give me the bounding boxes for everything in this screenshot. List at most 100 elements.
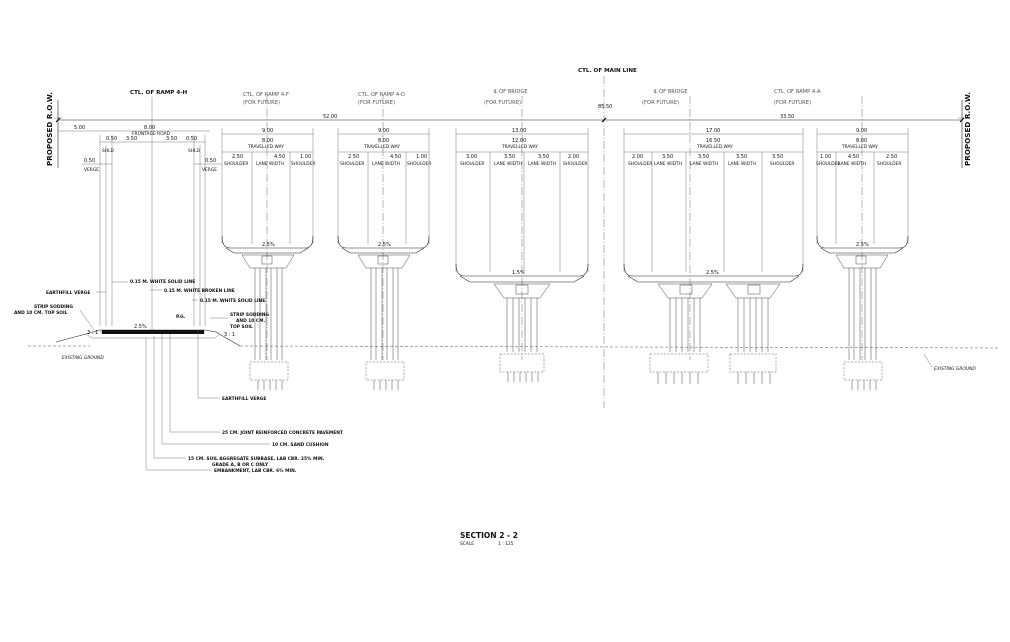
bridge-5-slope: 2.5% bbox=[856, 242, 869, 248]
bridge-1-lbl-2: SHOULDER bbox=[291, 161, 315, 167]
section-scale-label: SCALE bbox=[460, 541, 474, 547]
bridge-2-overall: 9.00 bbox=[378, 128, 389, 134]
dim-shld-050b: 0.50 bbox=[186, 136, 197, 142]
ramp-4h-label: CTL. OF RAMP 4-H bbox=[130, 90, 188, 96]
bridge-2-slope: 2.5% bbox=[378, 242, 391, 248]
bridge-3-sub-3: 2.00 bbox=[568, 154, 579, 160]
bridge-2-tw-label: TRAVELLED WAY bbox=[363, 144, 400, 150]
bridge-1-slope: 2.5% bbox=[262, 242, 275, 248]
bridge-3-sub-2: 3.50 bbox=[538, 154, 549, 160]
bridge-2-sub-0: 2.50 bbox=[348, 154, 359, 160]
bridge-4-slope: 2.5% bbox=[706, 270, 719, 276]
ramp-4f-future: (FOR FUTURE) bbox=[243, 100, 280, 106]
callout-strip-sodding-r1: STRIP SODDING bbox=[230, 312, 269, 318]
bridge-4-lbl-0: SHOULDER bbox=[628, 161, 652, 167]
bridge-main-right: 17.00 16.50 TRAVELLED WAY 2.00 3.50 3.50… bbox=[623, 128, 804, 384]
shld-label-a: SHLD bbox=[102, 148, 115, 154]
bridge-5-tw-label: TRAVELLED WAY bbox=[841, 144, 878, 150]
ramp-4d-label: CTL. OF RAMP 4-D bbox=[358, 92, 405, 98]
section-scale-value: 1 : 125 bbox=[498, 541, 514, 547]
bridge-5-sub-1: 4.50 bbox=[848, 154, 859, 160]
bridge-2-sub-2: 1.00 bbox=[416, 154, 427, 160]
frontage-road-section: 2.5% 3 : 1 3 : 1 P.G. bbox=[28, 314, 1001, 349]
callout-strip-sodding-l2: AND 10 CM. TOP SOIL bbox=[14, 310, 68, 316]
bridge-5-lbl-2: SHOULDER bbox=[877, 161, 901, 167]
bridge-4-lbl-2: LANE WIDTH bbox=[690, 161, 718, 167]
dim-verge-050b: 0.50 bbox=[205, 158, 216, 164]
row-right-label: PROPOSED R.O.W. bbox=[963, 92, 972, 166]
bridge-4-sub-3: 3.50 bbox=[736, 154, 747, 160]
bridge-3-slope: 1.5% bbox=[512, 270, 525, 276]
overall-dimension: 52.00 85.50 33.50 bbox=[55, 104, 965, 123]
ramp-4d-future: (FOR FUTURE) bbox=[358, 100, 395, 106]
pg-label: P.G. bbox=[176, 314, 186, 320]
row-right: PROPOSED R.O.W. bbox=[958, 92, 972, 168]
bridge-3-lbl-1: LANE WIDTH bbox=[494, 161, 522, 167]
bridge-1-sub-1: 4.50 bbox=[274, 154, 285, 160]
bridge-3-overall: 13.00 bbox=[512, 128, 526, 134]
callout-subbase-2: GRADE A, B OR C ONLY bbox=[212, 462, 269, 468]
main-line-centerline: CTL. OF MAIN LINE bbox=[578, 68, 637, 408]
verge-label-a: VERGE bbox=[84, 167, 99, 173]
bridge-1-tw: 8.00 bbox=[262, 138, 273, 144]
bridge-4-lbl-4: SHOULDER bbox=[770, 161, 794, 167]
ramp-4d-header: CTL. OF RAMP 4-D (FOR FUTURE) bbox=[358, 92, 405, 360]
frontage-road-label: FRONTAGE ROAD bbox=[132, 131, 171, 137]
bridge-4-tw-label: TRAVELLED WAY bbox=[696, 144, 733, 150]
bridge-4-sub-4: 3.50 bbox=[772, 154, 783, 160]
bridge-3-lbl-3: SHOULDER bbox=[563, 161, 587, 167]
bridge-5-sub-2: 2.50 bbox=[886, 154, 897, 160]
bridge-4-tw: 16.50 bbox=[706, 138, 720, 144]
ramp-4a-label: CTL. OF RAMP 4-A bbox=[774, 89, 821, 95]
ramp-4a-future: (FOR FUTURE) bbox=[774, 100, 811, 106]
bridge-4-lbl-1: LANE WIDTH bbox=[654, 161, 682, 167]
frontage-dimensions: CTL. OF RAMP 4-H 5.00 8.00 FRONTAGE ROAD… bbox=[58, 90, 222, 330]
bridge-1-lbl-0: SHOULDER bbox=[224, 161, 248, 167]
callout-sand: 10 CM. SAND CUSHION bbox=[272, 442, 329, 448]
bridge-left-header: ℄ OF BRIDGE (FOR FUTURE) bbox=[484, 89, 528, 360]
bridge-3-sub-0: 3.00 bbox=[466, 154, 477, 160]
dim-lane-a: 3.50 bbox=[126, 136, 137, 142]
bridge-4-sub-2: 3.50 bbox=[698, 154, 709, 160]
bridge-3-tw: 12.00 bbox=[512, 138, 526, 144]
callout-pavement: 25 CM. JOINT REINFORCED CONCRETE PAVEMEN… bbox=[222, 430, 343, 436]
bridge-3-tw-label: TRAVELLED WAY bbox=[501, 144, 538, 150]
bridge-left-label: ℄ OF BRIDGE bbox=[494, 89, 528, 95]
callout-subbase-1: 15 CM. SOIL AGGREGATE SUBBASE, LAB CBR. … bbox=[188, 456, 325, 462]
bridge-4-lbl-3: LANE WIDTH bbox=[728, 161, 756, 167]
callout-strip-sodding-r2: AND 10 CM. bbox=[236, 318, 265, 324]
slope-left-label: 3 : 1 bbox=[87, 330, 98, 336]
bridge-5-sub-0: 1.00 bbox=[820, 154, 831, 160]
bridge-ramp-4a: 9.00 8.00 TRAVELLED WAY 1.00 4.50 2.50 S… bbox=[816, 128, 909, 390]
bridge-1-lbl-1: LANE WIDTH bbox=[256, 161, 284, 167]
bridge-5-overall: 9.00 bbox=[856, 128, 867, 134]
dim-lane-b: 3.50 bbox=[166, 136, 177, 142]
shld-label-b: SHLD bbox=[188, 148, 201, 154]
bridge-1-tw-label: TRAVELLED WAY bbox=[247, 144, 284, 150]
main-line-label: CTL. OF MAIN LINE bbox=[578, 68, 637, 74]
slope-right-label: 3 : 1 bbox=[224, 332, 235, 338]
callout-broken-line: 0.15 M. WHITE BROKEN LINE bbox=[164, 288, 235, 294]
dim-left-500: 5.00 bbox=[74, 125, 85, 131]
existing-ground-left: EXISTING GROUND bbox=[62, 355, 104, 361]
bridge-2-sub-1: 4.50 bbox=[390, 154, 401, 160]
callout-solid-line-1: 0.15 M. WHITE SOLID LINE bbox=[130, 279, 195, 285]
callout-strip-sodding-l1: STRIP SODDING bbox=[34, 304, 73, 310]
callout-earthfill-verge-1: EARTHFILL VERGE bbox=[46, 290, 90, 296]
dim-right-total: 33.50 bbox=[780, 114, 794, 120]
bridge-3-lbl-2: LANE WIDTH bbox=[528, 161, 556, 167]
bridge-ramp-4f: 9.00 8.00 TRAVELLED WAY 2.50 4.50 1.00 S… bbox=[221, 128, 315, 390]
verge-label-b: VERGE bbox=[202, 167, 217, 173]
bridge-2-tw: 8.00 bbox=[378, 138, 389, 144]
callouts: 0.15 M. WHITE SOLID LINE 0.15 M. WHITE B… bbox=[14, 279, 976, 474]
bridge-2-lbl-1: LANE WIDTH bbox=[372, 161, 400, 167]
callout-solid-line-2: 0.15 M. WHITE SOLID LINE bbox=[200, 298, 265, 304]
dim-center: 85.50 bbox=[598, 104, 612, 110]
callout-embankment: EMBANKMENT, LAB CBR. 6% MIN. bbox=[214, 468, 297, 474]
dim-left-total: 52.00 bbox=[323, 114, 337, 120]
bridge-1-sub-0: 2.50 bbox=[232, 154, 243, 160]
bridge-4-sub-1: 3.50 bbox=[662, 154, 673, 160]
bridge-4-sub-0: 2.00 bbox=[632, 154, 643, 160]
bridge-1-sub-2: 1.00 bbox=[300, 154, 311, 160]
